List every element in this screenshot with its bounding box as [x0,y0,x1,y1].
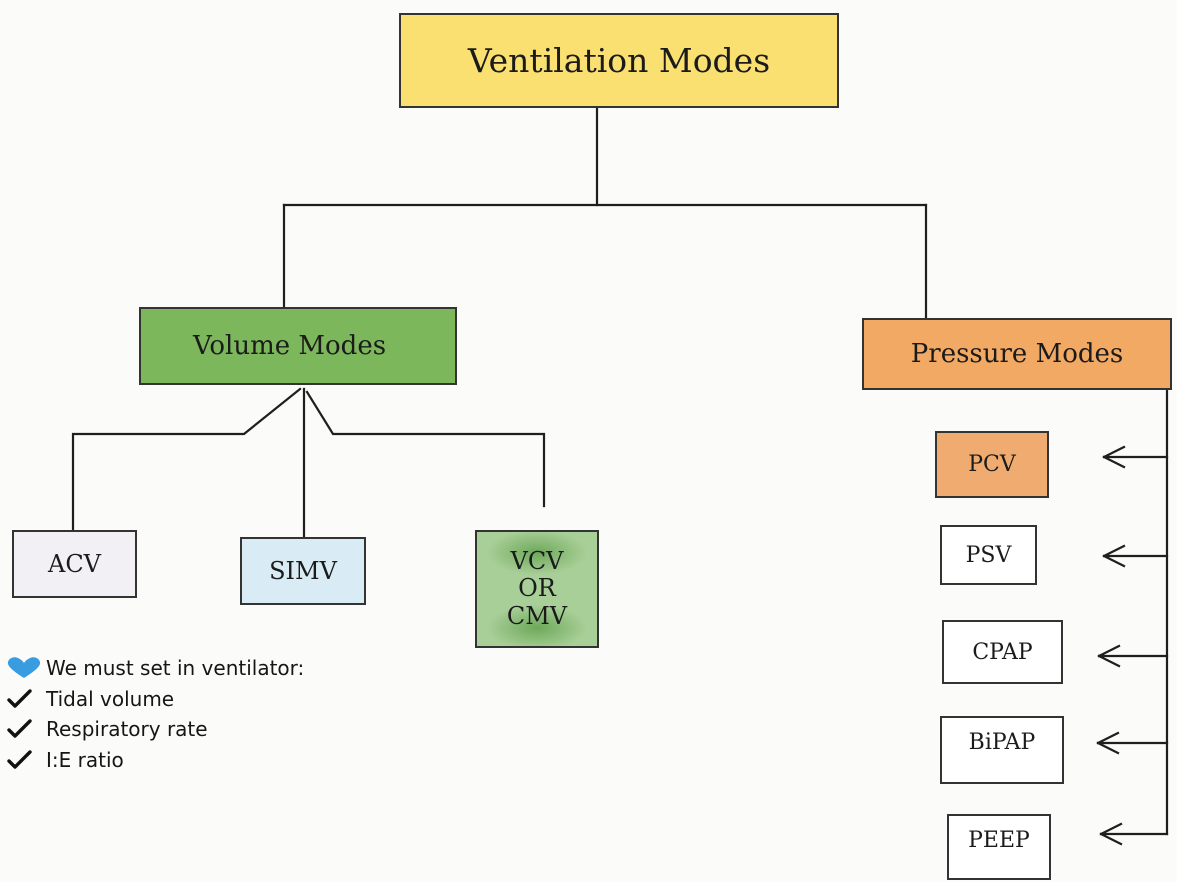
psv-node: PSV [940,525,1037,585]
psv-label: PSV [965,542,1012,568]
pcv-node: PCV [935,431,1049,498]
note-item-ie-ratio: I:E ratio [46,747,124,772]
peep-node: PEEP [947,814,1051,880]
volume-modes-label: Volume Modes [193,331,387,361]
acv-node: ACV [12,530,137,598]
vcv-label: VCV [510,546,564,575]
heart-icon [7,657,41,679]
peep-label: PEEP [968,828,1030,853]
bipap-node: BiPAP [940,716,1064,784]
bipap-label: BiPAP [968,730,1036,755]
arrow-cpap [1097,644,1169,668]
note-item: Tidal volume [6,684,304,715]
pressure-modes-label: Pressure Modes [910,339,1124,369]
pcv-label: PCV [968,452,1016,477]
cmv-label: CMV [506,601,568,630]
note-item: I:E ratio [6,745,304,776]
simv-label: SIMV [269,557,337,585]
root-node-label: Ventilation Modes [467,41,771,80]
cpap-label: CPAP [972,639,1033,665]
note-item-tidal-volume: Tidal volume [46,686,175,711]
arrow-pcv [1102,445,1169,469]
check-icon [7,750,32,769]
check-icon [7,719,32,738]
volume-modes-node: Volume Modes [139,307,457,385]
note-heading-row: We must set in ventilator: [6,653,304,684]
pressure-modes-node: Pressure Modes [862,318,1172,390]
simv-node: SIMV [240,537,366,605]
vcv-or-cmv-node: VCV OR CMV [475,530,599,648]
acv-label: ACV [47,550,102,578]
note-heading: We must set in ventilator: [46,656,305,680]
heart-shape [7,657,41,679]
ventilator-settings-note: We must set in ventilator: Tidal volume … [6,653,304,775]
vcv-connector [305,390,546,508]
cpap-node: CPAP [942,620,1063,684]
note-item-respiratory-rate: Respiratory rate [46,717,208,741]
arrow-psv [1102,544,1169,568]
vcv-or-label: OR [518,574,556,603]
check-icon [7,689,32,708]
note-item: Respiratory rate [6,714,304,745]
acv-connector [71,387,302,532]
root-node-ventilation-modes: Ventilation Modes [399,13,839,108]
arrow-peep [1099,822,1169,846]
arrow-bipap [1096,731,1169,755]
